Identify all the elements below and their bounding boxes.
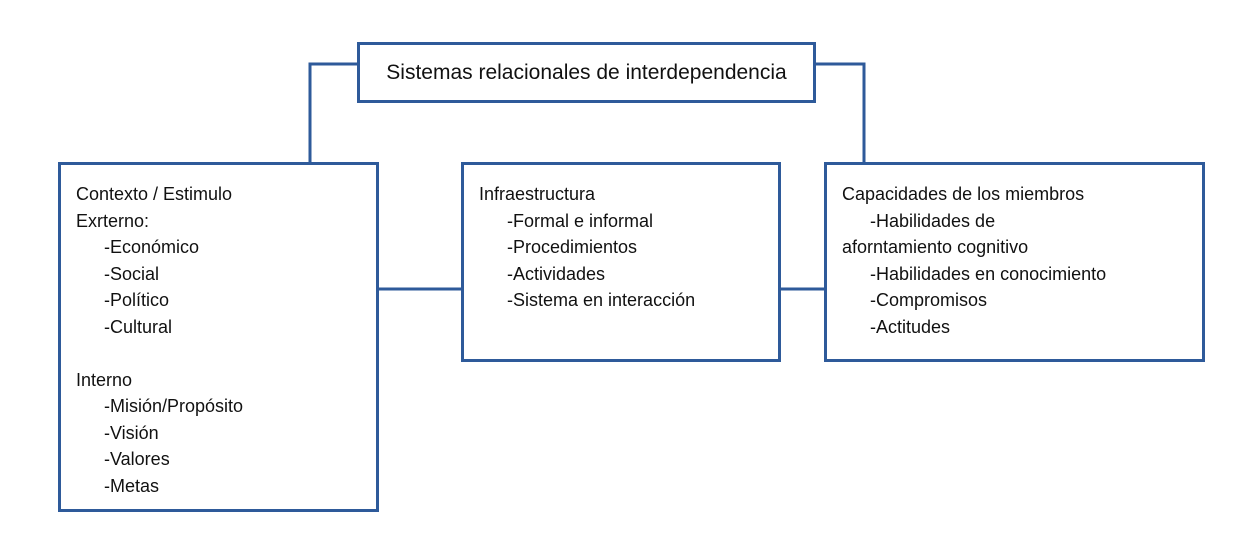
context-heading: Contexto / Estimulo xyxy=(76,184,233,204)
context-box-text: Contexto / Estimulo Exrterno: -Económico… xyxy=(76,181,243,499)
external-item: -Político xyxy=(104,290,170,310)
internal-item: -Metas xyxy=(104,475,160,496)
capabilities-item: -Habilidades en conocimiento xyxy=(870,263,1107,284)
external-item: -Cultural xyxy=(104,316,173,337)
external-item: -Económico xyxy=(104,237,200,257)
external-heading: Exrterno: xyxy=(76,210,150,231)
infrastructure-box: Infraestructura -Formal e informal -Proc… xyxy=(461,162,781,362)
capabilities-box-text: Capacidades de los miembros -Habilidades… xyxy=(842,181,1106,340)
section-gap xyxy=(76,340,243,367)
infrastructure-item: -Formal e informal xyxy=(507,210,654,231)
capabilities-item: -Actitudes xyxy=(870,316,951,337)
top-box-title: Sistemas relacionales de interdependenci… xyxy=(386,60,787,84)
infrastructure-item: -Actividades xyxy=(507,263,606,284)
internal-item: -Misión/Propósito xyxy=(104,396,244,416)
infrastructure-heading: Infraestructura xyxy=(479,184,596,204)
capabilities-box: Capacidades de los miembros -Habilidades… xyxy=(824,162,1205,362)
capabilities-heading: Capacidades de los miembros xyxy=(842,184,1085,204)
context-box: Contexto / Estimulo Exrterno: -Económico… xyxy=(58,162,379,512)
infrastructure-item: -Procedimientos xyxy=(507,237,638,257)
capabilities-item-continuation: aforntamiento cognitivo xyxy=(842,237,1029,257)
capabilities-item: -Compromisos xyxy=(870,290,988,310)
connector-top-right xyxy=(814,62,866,164)
internal-heading: Interno xyxy=(76,369,133,390)
internal-item: -Visión xyxy=(104,422,159,443)
internal-item: -Valores xyxy=(104,449,170,469)
top-box: Sistemas relacionales de interdependenci… xyxy=(357,42,816,103)
infrastructure-item: -Sistema en interacción xyxy=(507,290,696,310)
capabilities-item: -Habilidades de xyxy=(870,210,996,231)
external-item: -Social xyxy=(104,263,160,284)
infrastructure-box-text: Infraestructura -Formal e informal -Proc… xyxy=(479,181,695,314)
connector-top-left xyxy=(308,62,359,164)
